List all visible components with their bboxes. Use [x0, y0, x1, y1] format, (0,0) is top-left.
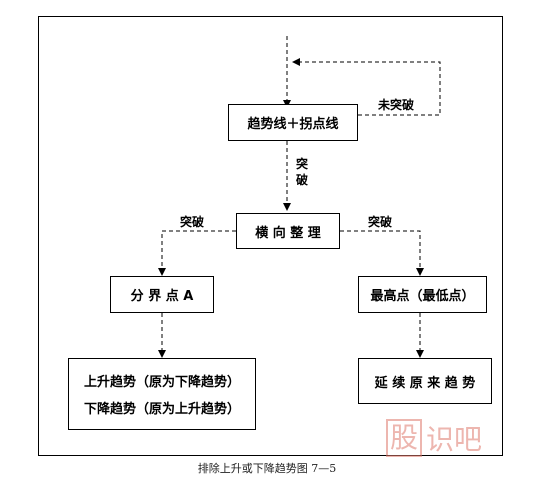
highest-point-box: 最高点（最低点） [358, 276, 487, 313]
highest-point-label: 最高点（最低点） [370, 289, 475, 304]
breakthrough-char-2: 破 [295, 173, 308, 187]
consolidation-box: 横 向 整 理 [236, 213, 340, 249]
reversal-line-1: 上升趋势（原为下降趋势） [83, 375, 240, 390]
not-broken-label: 未突破 [378, 98, 415, 112]
watermark-seal: 股 [386, 419, 423, 457]
not-broken-loop [292, 58, 441, 116]
trend-reversal-box: 上升趋势（原为下降趋势） 下降趋势（原为上升趋势） [68, 358, 256, 430]
right-breakthrough-label: 突破 [368, 215, 393, 229]
figure-caption: 排除上升或下降趋势图 7—5 [197, 462, 337, 475]
breakthrough-char-1: 突 [295, 157, 308, 171]
reversal-line-2: 下降趋势（原为上升趋势） [83, 402, 240, 417]
boundary-point-label: 分 界 点 A [130, 289, 194, 304]
watermark-text: 识吧 [426, 423, 483, 456]
diagram-frame [38, 16, 503, 456]
left-branch-arrow [158, 230, 236, 276]
right-branch-arrow [340, 230, 424, 276]
site-watermark: 股 识吧 [386, 418, 482, 458]
trend-line-box: 趋势线＋拐点线 [228, 104, 358, 141]
breakthrough-vertical-label: 突 破 [295, 156, 309, 188]
continue-trend-label: 延 续 原 来 趋 势 [374, 375, 476, 391]
boundary-point-box: 分 界 点 A [110, 276, 214, 313]
consolidation-label: 横 向 整 理 [255, 225, 321, 241]
trend-line-label: 趋势线＋拐点线 [247, 117, 339, 132]
continue-trend-box: 延 续 原 来 趋 势 [358, 358, 492, 404]
left-breakthrough-label: 突破 [180, 215, 205, 229]
